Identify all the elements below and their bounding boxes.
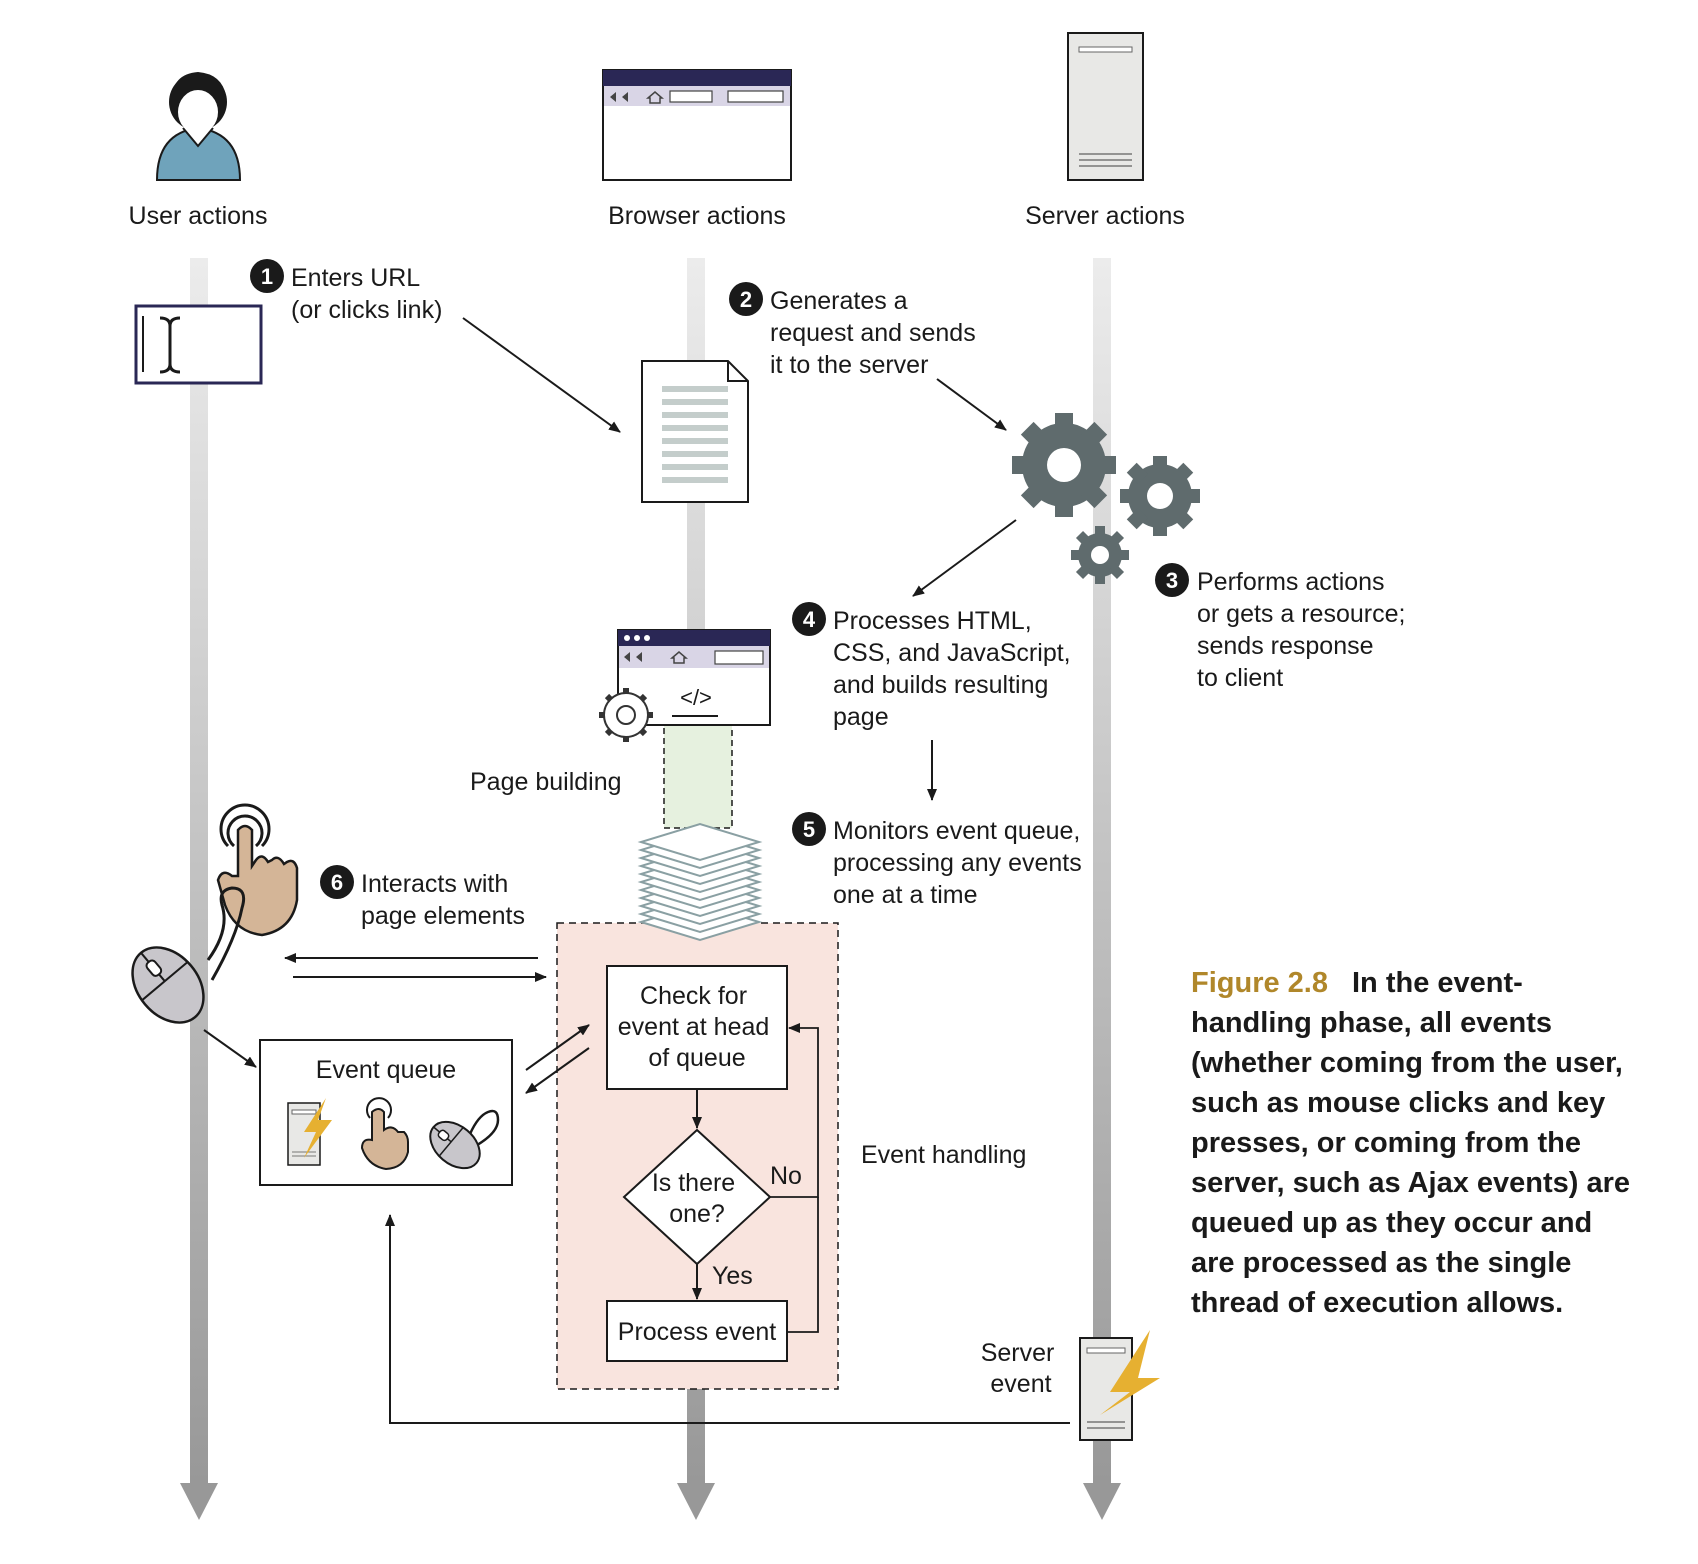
- svg-text:Enters URL (or clicks li: Enters URL (or clicks link): [291, 264, 442, 324]
- step-1: 1 Enters URL (or clicks link): [250, 259, 442, 324]
- yes-label: Yes: [712, 1262, 753, 1290]
- step-6-line-2: page elements: [361, 902, 525, 930]
- queued-server-event-icon: [287, 1098, 332, 1166]
- step-5-line-1: Monitors event queue,: [833, 817, 1080, 845]
- step-1-line-2: (or clicks link): [291, 296, 442, 324]
- user-icon: [155, 72, 242, 181]
- arrow-mouse-to-queue: [203, 1029, 257, 1068]
- step-3-line-2: or gets a resource;: [1197, 600, 1405, 628]
- no-label: No: [770, 1162, 802, 1190]
- step-5: 5 Monitors event queue, processing any e…: [792, 812, 1089, 909]
- server-icon: [1067, 32, 1144, 181]
- code-glyph: </>: [680, 685, 712, 710]
- svg-text:Monitors event queue, pr: Monitors event queue, processing any eve…: [833, 817, 1089, 909]
- svg-text:Processes HTML, CSS, and: Processes HTML, CSS, and JavaScript, and…: [833, 607, 1078, 731]
- gear-icon: [599, 688, 653, 742]
- server-event-line-2: event: [990, 1370, 1051, 1398]
- decision-diamond: Is there one?: [622, 1128, 772, 1266]
- browser-window-icon: [602, 69, 792, 181]
- flow-no-loop: [770, 1023, 819, 1198]
- decision-line-1: Is there: [652, 1169, 735, 1197]
- step-2-line-3: it to the server: [770, 351, 928, 379]
- svg-text:Server event: Server event: [981, 1339, 1062, 1398]
- step-4-line-3: and builds resulting: [833, 671, 1048, 699]
- event-queue-box: Event queue: [259, 1039, 513, 1186]
- step-4-line-4: page: [833, 703, 889, 731]
- step-4-line-2: CSS, and JavaScript,: [833, 639, 1071, 667]
- step-2-line-1: Generates a: [770, 287, 908, 315]
- touch-hand-icon: [216, 803, 299, 937]
- step-5-line-3: one at a time: [833, 881, 978, 909]
- figure-number: Figure 2.8: [1191, 967, 1328, 999]
- step-4-line-1: Processes HTML,: [833, 607, 1032, 635]
- step-6: 6 Interacts with page elements: [320, 865, 525, 930]
- step-6-line-1: Interacts with: [361, 870, 508, 898]
- gears-icon: [1012, 413, 1200, 584]
- svg-text:Performs actions or gets: Performs actions or gets a resource; sen…: [1197, 568, 1412, 692]
- mouse-icon: [131, 886, 246, 1024]
- step-2: 2 Generates a request and sends it to th…: [729, 282, 983, 379]
- page-building-label: Page building: [470, 768, 622, 796]
- queued-touch-icon: [360, 1097, 409, 1171]
- page-building-region: [663, 717, 733, 829]
- lane-label-user: User actions: [129, 202, 268, 230]
- step-3-line-3: sends response: [1197, 632, 1374, 660]
- arrow-queue-to-check: [525, 1024, 590, 1071]
- svg-text:Check for event at head: Check for event at head of queue: [618, 982, 776, 1072]
- step-1-number: 1: [261, 264, 273, 289]
- figure-caption-text: In the event-handling phase, all events …: [1191, 967, 1631, 1319]
- step-2-number: 2: [740, 287, 752, 312]
- step-5-number: 5: [803, 817, 815, 842]
- check-line-2: event at head: [618, 1013, 770, 1041]
- flow-process-loop: [787, 1197, 819, 1333]
- step-3: 3 Performs actions or gets a resource; s…: [1155, 563, 1412, 692]
- lane-label-browser: Browser actions: [608, 202, 786, 230]
- process-event-label: Process event: [618, 1318, 776, 1346]
- step-5-line-2: processing any events: [833, 849, 1082, 877]
- step-6-number: 6: [331, 870, 343, 895]
- process-event-box: Process event: [606, 1300, 788, 1362]
- step-3-number: 3: [1166, 568, 1178, 593]
- check-line-3: of queue: [648, 1044, 745, 1072]
- event-queue-label: Event queue: [316, 1056, 456, 1084]
- arrow-server-to-browser: [912, 519, 1017, 597]
- server-event-icon: [1079, 1330, 1160, 1441]
- step-4-number: 4: [803, 607, 816, 632]
- svg-text:Generates a request and: Generates a request and sends it to the …: [770, 287, 983, 379]
- step-4: 4 Processes HTML, CSS, and JavaScript, a…: [792, 602, 1078, 731]
- text-cursor-icon: [134, 304, 263, 385]
- svg-text:Is there one?: Is there one?: [652, 1169, 742, 1228]
- server-event-line-1: Server: [981, 1339, 1055, 1367]
- event-stack-icon: [637, 822, 763, 942]
- arrow-check-to-queue: [525, 1047, 590, 1094]
- step-1-line-1: Enters URL: [291, 264, 420, 292]
- svg-text:Interacts with page elem: Interacts with page elements: [361, 870, 525, 930]
- decision-line-2: one?: [669, 1200, 725, 1228]
- arrow-user-to-document: [462, 317, 621, 433]
- lane-user: [180, 258, 218, 1520]
- check-line-1: Check for: [640, 982, 747, 1010]
- arrow-browser-to-server: [936, 378, 1007, 431]
- arrow-server-event-to-queue: [385, 1214, 1070, 1424]
- queued-mouse-icon: [429, 1109, 500, 1170]
- event-handling-label: Event handling: [861, 1141, 1026, 1169]
- step-2-line-2: request and sends: [770, 319, 976, 347]
- lane-label-server: Server actions: [1025, 202, 1185, 230]
- document-icon: [641, 360, 749, 503]
- step-3-line-1: Performs actions: [1197, 568, 1385, 596]
- step-3-line-4: to client: [1197, 664, 1283, 692]
- check-queue-box: Check for event at head of queue: [606, 965, 788, 1090]
